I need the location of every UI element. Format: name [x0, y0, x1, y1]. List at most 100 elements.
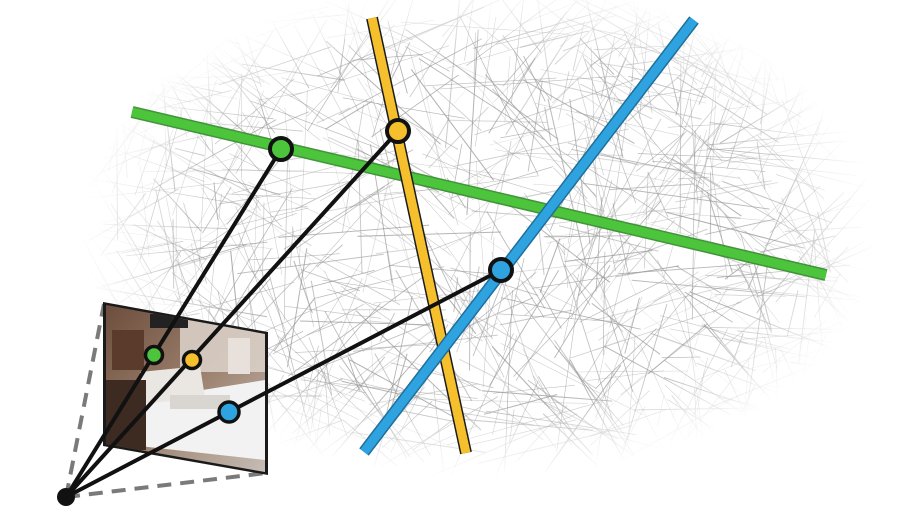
- texture-stroke: [408, 47, 459, 226]
- texture-stroke: [139, 107, 184, 260]
- texture-stroke: [684, 291, 733, 323]
- texture-stroke: [623, 30, 639, 63]
- texture-stroke: [647, 250, 748, 373]
- texture-stroke: [446, 401, 602, 446]
- texture-stroke: [466, 15, 511, 51]
- texture-stroke: [346, 0, 367, 58]
- texture-stroke: [153, 178, 202, 232]
- texture-stroke: [115, 51, 119, 240]
- texture-stroke: [717, 1, 729, 35]
- texture-stroke: [618, 8, 648, 57]
- texture-stroke: [473, 32, 477, 81]
- texture-stroke: [180, 221, 326, 267]
- texture-stroke: [534, 103, 680, 136]
- texture-stroke: [269, 205, 308, 213]
- texture-stroke: [444, 0, 461, 149]
- texture-stroke: [483, 393, 558, 415]
- texture-stroke: [775, 78, 858, 213]
- texture-stroke: [710, 33, 735, 93]
- texture-stroke: [616, 0, 652, 78]
- texture-stroke: [459, 358, 618, 440]
- image-point-blue: [217, 400, 241, 424]
- texture-stroke: [572, 273, 624, 333]
- texture-stroke: [139, 217, 236, 277]
- texture-stroke: [207, 193, 222, 328]
- texture-stroke: [756, 168, 875, 314]
- texture-stroke: [603, 35, 723, 162]
- texture-stroke: [660, 315, 790, 350]
- texture-stroke: [776, 334, 827, 433]
- texture-stroke: [306, 252, 401, 306]
- texture-stroke: [764, 241, 868, 272]
- texture-stroke: [597, 331, 609, 384]
- texture-stroke: [704, 218, 776, 235]
- texture-stroke: [446, 26, 591, 69]
- texture-stroke: [554, 345, 624, 426]
- texture-stroke: [578, 118, 662, 270]
- texture-stroke: [236, 0, 262, 88]
- texture-stroke: [534, 78, 702, 120]
- texture-stroke: [241, 63, 345, 81]
- texture-stroke: [401, 410, 454, 422]
- texture-stroke: [124, 7, 135, 47]
- texture-stroke: [588, 372, 613, 504]
- texture-stroke: [696, 362, 796, 400]
- texture-stroke: [176, 75, 261, 172]
- texture-stroke: [324, 270, 365, 353]
- texture-stroke: [563, 243, 569, 289]
- texture-stroke: [663, 130, 707, 279]
- texture-stroke: [62, 27, 178, 112]
- texture-stroke: [675, 155, 710, 188]
- texture-stroke: [751, 118, 867, 231]
- texture-stroke: [293, 260, 313, 314]
- texture-stroke: [544, 106, 552, 142]
- ray-to-yellow-point: [64, 129, 400, 499]
- texture-stroke: [714, 179, 766, 211]
- texture-stroke: [199, 76, 210, 267]
- texture-stroke: [584, 120, 616, 272]
- yellow-line-fill: [367, 17, 471, 454]
- texture-stroke: [791, 394, 849, 467]
- texture-stroke: [120, 100, 128, 178]
- texture-stroke: [595, 197, 603, 292]
- texture-stroke: [722, 180, 833, 224]
- texture-stroke: [28, 292, 195, 308]
- texture-stroke: [70, 83, 212, 181]
- texture-stroke: [489, 270, 560, 386]
- texture-stroke: [369, 195, 452, 256]
- texture-stroke: [675, 181, 779, 203]
- texture-stroke: [520, 0, 585, 25]
- texture-stroke: [80, 90, 232, 129]
- texture-stroke: [104, 124, 159, 151]
- texture-stroke: [503, 257, 525, 351]
- texture-stroke: [769, 185, 821, 233]
- texture-stroke: [591, 28, 630, 37]
- texture-stroke: [84, 0, 149, 77]
- texture-stroke: [798, 228, 816, 364]
- texture-stroke: [213, 224, 248, 322]
- texture-stroke: [576, 78, 604, 176]
- texture-stroke: [650, 332, 756, 372]
- texture-stroke: [84, 0, 146, 38]
- camera-center-icon: [57, 488, 75, 506]
- texture-stroke: [338, 38, 346, 75]
- texture-stroke: [676, 265, 721, 294]
- texture-stroke: [523, 55, 546, 102]
- texture-stroke: [303, 356, 403, 423]
- texture-stroke: [679, 180, 773, 195]
- texture-stroke: [90, 79, 192, 103]
- texture-stroke: [589, 390, 650, 446]
- texture-stroke: [598, 271, 699, 341]
- texture-stroke: [620, 406, 646, 450]
- texture-stroke: [285, 54, 302, 82]
- texture-stroke: [600, 176, 657, 297]
- texture-stroke: [572, 0, 679, 65]
- texture-stroke: [272, 303, 365, 355]
- texture-stroke: [310, 369, 320, 430]
- texture-stroke: [415, 127, 455, 179]
- texture-stroke: [316, 107, 351, 124]
- texture-stroke: [747, 26, 779, 81]
- texture-stroke: [631, 279, 807, 298]
- texture-stroke: [589, 127, 654, 154]
- texture-stroke: [730, 223, 777, 250]
